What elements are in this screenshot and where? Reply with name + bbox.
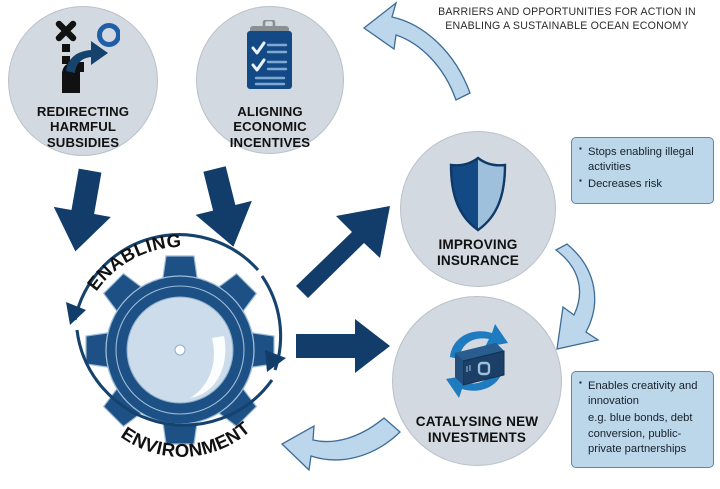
shield-icon	[400, 155, 556, 233]
info-list: Enables creativity and innovation e.g. b…	[579, 378, 705, 457]
info-box-investments: Enables creativity and innovation e.g. b…	[571, 371, 714, 469]
arrow-insurance-to-investments	[554, 243, 600, 350]
node-label: ALIGNING ECONOMIC INCENTIVES	[229, 104, 311, 150]
node-disc	[8, 6, 158, 156]
redirect-arrow-icon	[8, 18, 158, 96]
arrow-gear-to-insurance	[296, 206, 390, 298]
list-item: Stops enabling illegal activities	[579, 144, 705, 175]
arrow-incentives-to-gear	[195, 166, 252, 247]
node-aligning-economic-incentives[interactable]: ALIGNING ECONOMIC INCENTIVES	[196, 6, 344, 154]
info-list: Stops enabling illegal activities Decrea…	[579, 144, 705, 193]
arrow-subsidies-to-gear	[53, 168, 111, 252]
node-label: CATALYSING NEW INVESTMENTS	[415, 414, 539, 445]
page-title: BARRIERS AND OPPORTUNITIES FOR ACTION IN…	[438, 6, 696, 32]
node-label: IMPROVING INSURANCE	[436, 237, 520, 268]
clipboard-checklist-icon	[196, 20, 344, 96]
node-label: REDIRECTING HARMFUL SUBSIDIES	[36, 104, 130, 150]
list-item: Enables creativity and innovation	[579, 378, 705, 409]
arrow-gear-to-investments	[296, 319, 390, 373]
arrow-investments-to-gear	[280, 417, 401, 472]
node-redirecting-harmful-subsidies[interactable]: REDIRECTING HARMFUL SUBSIDIES	[8, 6, 158, 156]
list-item: Decreases risk	[579, 176, 705, 192]
node-improving-insurance[interactable]: IMPROVING INSURANCE	[400, 131, 556, 287]
info-box-insurance: Stops enabling illegal activities Decrea…	[571, 137, 714, 204]
vault-recycle-icon	[392, 320, 562, 406]
node-catalysing-new-investments[interactable]: CATALYSING NEW INVESTMENTS	[392, 296, 562, 466]
arrow-insurance-to-incentives	[362, 1, 471, 101]
gear-icon: ENABLING ENVIRONMENT	[66, 230, 286, 461]
list-item-note: e.g. blue bonds, debt conversion, public…	[588, 412, 693, 455]
